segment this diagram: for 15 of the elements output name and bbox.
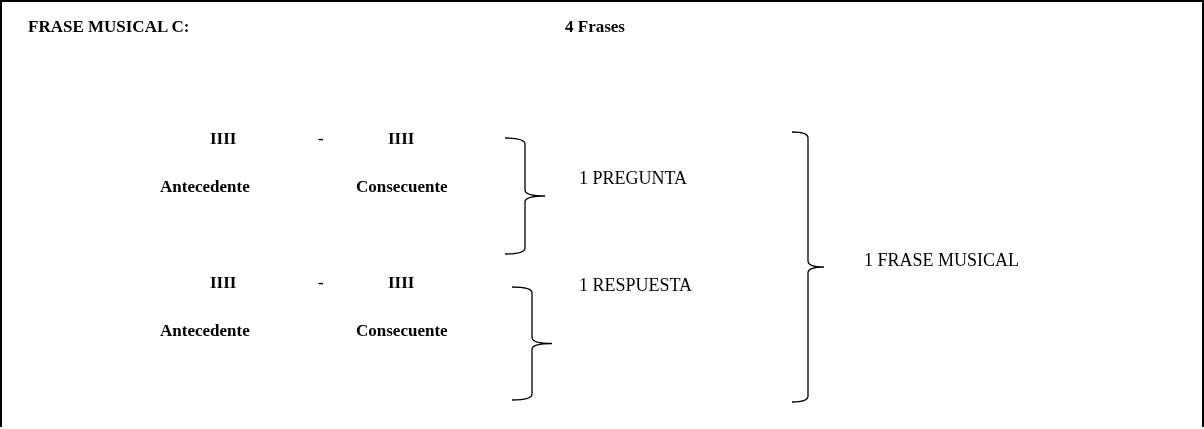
dash-mark: - — [318, 128, 324, 150]
measure-mark: IIII — [210, 128, 237, 150]
measure-mark: IIII — [388, 272, 415, 294]
phrase-label: 1 FRASE MUSICAL — [864, 249, 1020, 271]
dash-mark: - — [318, 272, 324, 294]
measure-mark: IIII — [388, 128, 415, 150]
phrase-part-label: Antecedente — [160, 320, 250, 342]
diagram-title: FRASE MUSICAL C: — [28, 16, 190, 38]
measure-mark: IIII — [210, 272, 237, 294]
phrase-part-label: Consecuente — [356, 320, 448, 342]
heading-text: 4 Frases — [565, 16, 625, 38]
phrase-label: 1 PREGUNTA — [579, 167, 688, 189]
phrase-part-label: Consecuente — [356, 176, 448, 198]
phrase-label: 1 RESPUESTA — [579, 274, 693, 296]
phrase-part-label: Antecedente — [160, 176, 250, 198]
